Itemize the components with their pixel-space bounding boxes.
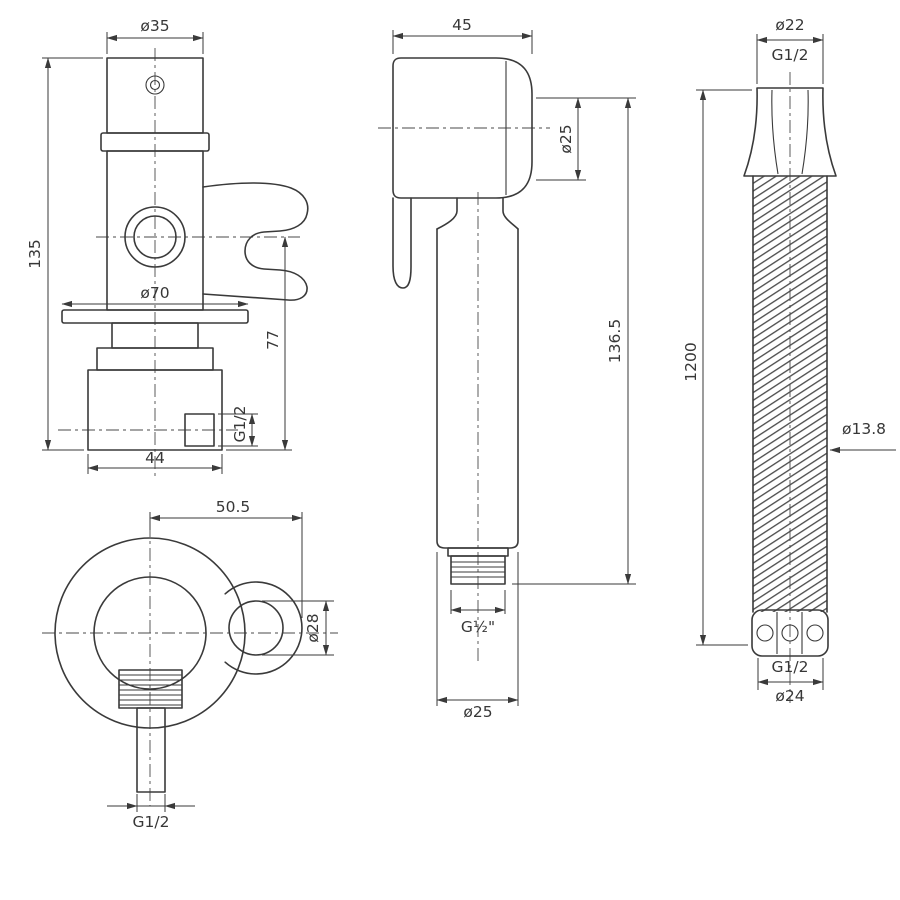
dim-hose-top-thread: G1/2 — [772, 46, 809, 64]
sprayer-handle — [436, 228, 519, 549]
dim-valve-top-diameter: ø35 — [140, 17, 169, 35]
dim-head-depth: 45 — [452, 16, 472, 34]
dim-holder-offset: 50.5 — [216, 498, 251, 516]
dim-handle-diameter: ø25 — [463, 703, 492, 721]
hose-nut — [751, 609, 829, 657]
dim-outlet-offset: 77 — [264, 330, 282, 350]
valve-knob-outer — [124, 206, 186, 268]
view-hose: ø22 G1/2 1200 ø13.8 G1/2 ø24 — [682, 16, 896, 705]
sprayer-dimensions: 45 ø25 136.5 G½" ø25 — [392, 16, 636, 721]
hose-outline — [743, 87, 837, 657]
view-valve-front: ø35 135 ø70 77 G1/2 44 — [26, 17, 309, 480]
dim-hose-diameter: ø13.8 — [842, 420, 886, 438]
dim-flange-diameter: ø70 — [140, 284, 169, 302]
dim-inlet-thread: G1/2 — [133, 813, 170, 831]
holder-ring-outer — [224, 581, 303, 675]
dim-valve-outlet-thread: G1/2 — [231, 406, 249, 443]
valve-knob-inner — [133, 215, 177, 259]
view-sprayer: 45 ø25 136.5 G½" ø25 — [378, 16, 636, 721]
sprayer-neck — [436, 197, 458, 230]
sprayer-head — [392, 57, 533, 199]
dim-valve-height: 135 — [26, 239, 44, 269]
sprayer-face-lip — [392, 197, 412, 289]
valve-top-centerlines — [42, 524, 338, 806]
dim-cone-diameter: ø22 — [775, 16, 804, 34]
valve-top-dimensions: 50.5 ø28 G1/2 — [107, 498, 334, 831]
sprayer-outline — [392, 57, 533, 585]
valve-top-outline — [54, 537, 303, 793]
dim-head-diameter: ø25 — [557, 124, 575, 153]
dim-valve-body-width: 44 — [145, 449, 165, 467]
hose-dimensions: ø22 G1/2 1200 ø13.8 G1/2 ø24 — [682, 16, 896, 705]
valve-body-circle — [93, 576, 207, 690]
shower-holder-bracket — [202, 182, 309, 301]
flange-circle — [54, 537, 246, 729]
valve-outlet-port — [184, 413, 215, 447]
inlet-stem — [136, 707, 166, 793]
sprayer-thread-hatch — [451, 561, 505, 578]
dim-sprayer-length: 136.5 — [606, 319, 624, 363]
dim-sprayer-thread: G½" — [461, 618, 495, 636]
valve-top-screw — [145, 75, 165, 95]
view-valve-top: 50.5 ø28 G1/2 — [42, 498, 338, 831]
hose-corrugation — [753, 176, 827, 612]
inlet-thread-hatch — [119, 674, 182, 706]
valve-front-dimensions: ø35 135 ø70 77 G1/2 44 — [26, 17, 292, 474]
valve-front-centerlines — [58, 48, 300, 480]
valve-front-outline — [61, 57, 309, 451]
dim-nut-diameter: ø24 — [775, 687, 804, 705]
dim-holder-inner-diameter: ø28 — [304, 613, 322, 642]
dim-hose-length: 1200 — [682, 342, 700, 381]
sprayer-centerlines — [378, 127, 550, 665]
sprayer-thread — [450, 555, 506, 585]
dim-hose-bottom-thread: G1/2 — [772, 658, 809, 676]
hose-top-fitting — [743, 87, 837, 177]
holder-ring-inner — [228, 600, 284, 656]
valve-lower-block — [87, 369, 223, 451]
